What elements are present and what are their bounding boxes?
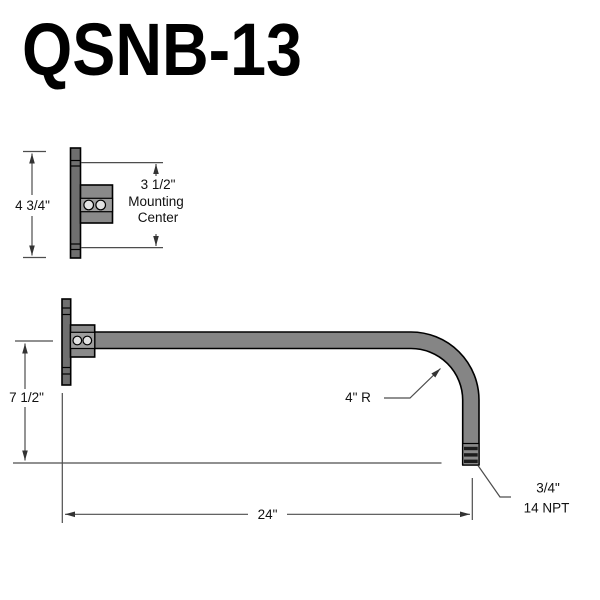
side-view: 7 1/2" 24" 4" R 3/4" 14 NPT	[9, 298, 570, 523]
drop-height-label: 7 1/2"	[9, 390, 44, 405]
thread-spec-label-line2: 14 NPT	[524, 501, 570, 516]
bolt-hole	[82, 335, 93, 346]
mounting-center-label-line2: Mounting	[128, 194, 184, 209]
wall-plate-side-view	[61, 298, 72, 386]
page-title: QSNB-13	[22, 8, 302, 91]
thread-groove	[464, 446, 478, 451]
gooseneck-arm-tube	[93, 331, 480, 466]
threaded-nipple	[462, 442, 480, 466]
bend-radius-label: 4" R	[345, 390, 371, 405]
bolt-hole	[95, 199, 107, 211]
arm-length-label: 24"	[258, 507, 278, 522]
mounting-center-label-line3: Center	[138, 210, 179, 225]
thread-groove	[464, 459, 478, 463]
mounting-center-label-line1: 3 1/2"	[141, 177, 176, 192]
leader-line-thread-spec	[477, 465, 511, 498]
bolt-hole	[83, 199, 95, 211]
bolt-hole	[72, 335, 83, 346]
wall-plate-top-view	[69, 147, 82, 259]
top-view: 4 3/4" 3 1/2" Mounting Center	[15, 147, 184, 259]
plate-height-label: 4 3/4"	[15, 198, 50, 213]
thread-groove	[464, 453, 478, 457]
thread-spec-label-line1: 3/4"	[536, 481, 560, 496]
leader-line-bend-radius	[384, 368, 441, 399]
